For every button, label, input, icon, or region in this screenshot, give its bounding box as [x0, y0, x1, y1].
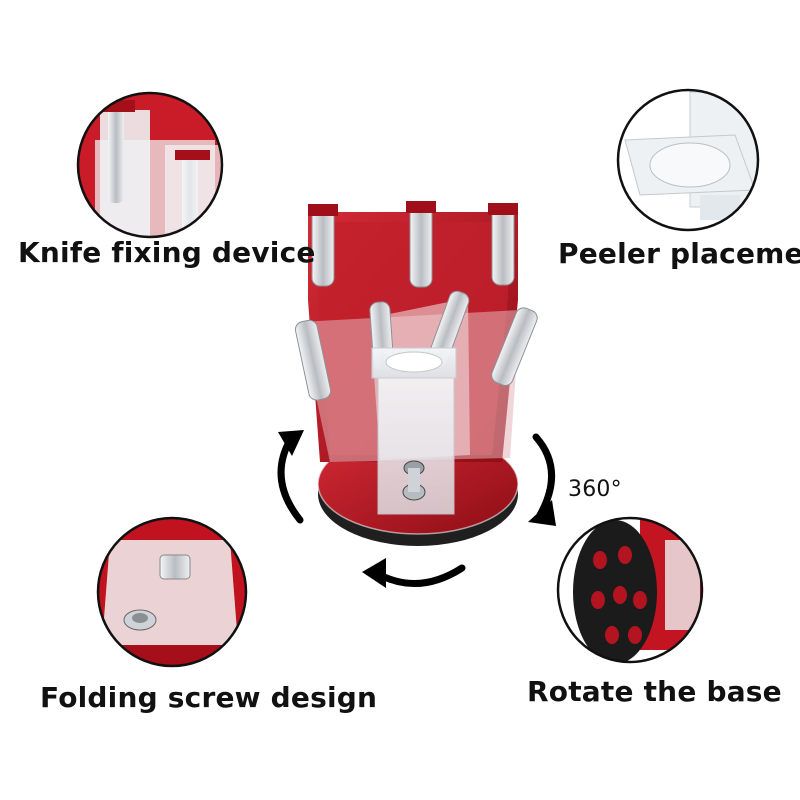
rotation-arrow-bottom [376, 564, 466, 587]
rotate-base-detail-image [556, 516, 704, 664]
rotation-arrow-left [277, 436, 304, 524]
rotate-base-label: Rotate the base [527, 675, 782, 708]
folding-screw-label: Folding screw design [40, 681, 378, 714]
rotation-arrow-right [532, 433, 555, 519]
knife-fixing-label: Knife fixing device [18, 236, 316, 269]
peeler-placement-detail-image [616, 88, 760, 232]
rotation-arrowheads [278, 430, 556, 588]
knife-block-main-image [294, 201, 538, 546]
rotation-arrows [277, 433, 555, 587]
rotation-degree-label: 360° [568, 477, 622, 502]
peeler-placement-label: Peeler placement [558, 237, 800, 270]
folding-screw-detail-image [96, 516, 248, 668]
knife-fixing-detail-image [76, 91, 224, 239]
